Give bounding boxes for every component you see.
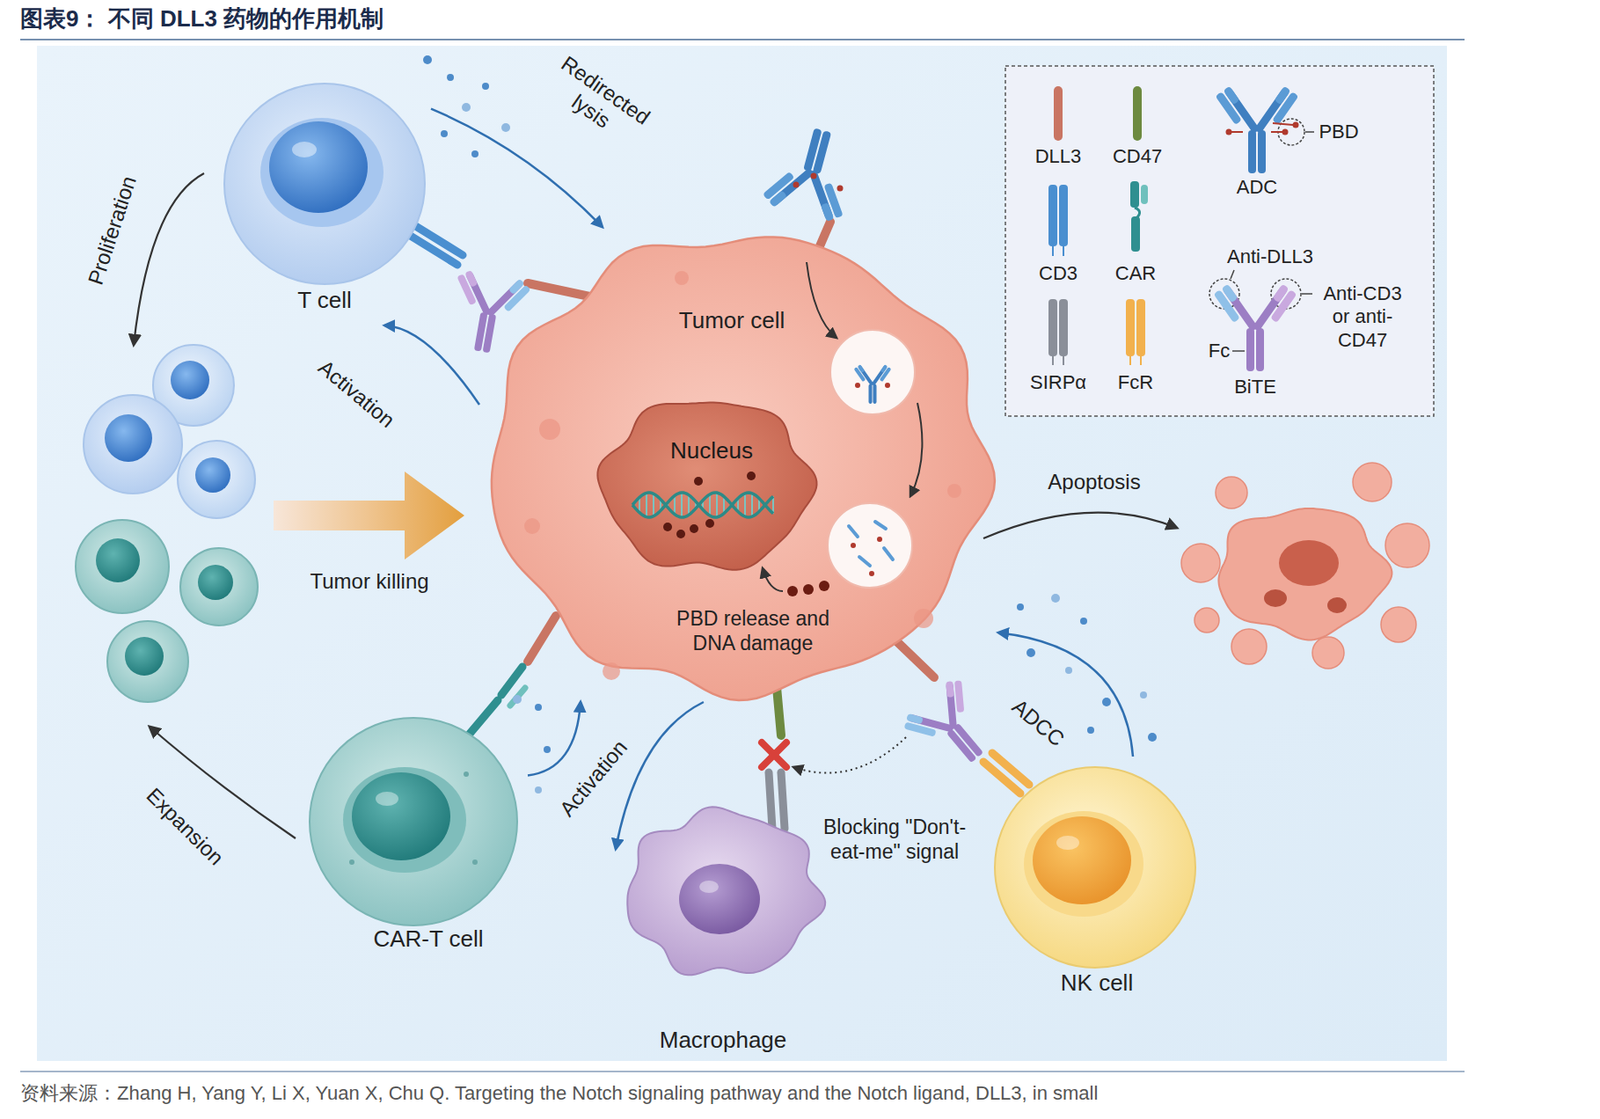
edge-label: Activation [313,355,400,434]
expanded-cells [75,344,258,702]
legend-label: CAR [1115,262,1156,285]
annotation-label: Proliferation [83,173,143,289]
nk-cell: NK cell [985,756,1210,1008]
cell-label: Macrophage [659,1026,788,1054]
granules [423,55,1157,794]
figure-title: 图表9： 不同 DLL3 药物的作用机制 [20,5,384,33]
legend-icons [1048,86,1315,366]
flow-arrow [431,109,603,227]
flow-arrow [998,632,1133,757]
legend-label: FcR [1117,371,1154,395]
flow-arrow [527,701,581,775]
legend-label: Fc [1208,339,1230,363]
edge-label: Activation [555,735,634,822]
legend-label: CD3 [1038,262,1078,285]
legend-label: SIRPα [1030,371,1087,395]
macrophage: Macrophage [615,791,836,1060]
cell-label: NK cell [1060,969,1133,997]
apoptosis-arrow [983,512,1177,539]
annotation-label: Apoptosis [1047,469,1140,496]
annotation-label: Tumor killing [309,569,429,595]
illustration-parts [445,86,1430,782]
legend-label: PBD [1318,120,1359,144]
legend-label: DLL3 [1035,145,1082,169]
process-note: PBD release and DNA damage [664,606,841,656]
flow-arrow [384,325,480,405]
tumor-cell: Tumor cellPBD release and DNA damage Nucl… [479,226,999,702]
tumor-killing-arrow [273,471,465,560]
edge-label: Redirected lysis [538,49,658,154]
legend-label: CD47 [1112,145,1162,169]
legend-label: Anti-CD3 or anti-CD47 [1315,282,1411,352]
legend-label: BiTE [1234,375,1277,399]
cell-label: CAR-T cell [372,925,483,953]
macrophage-shape [615,791,836,1060]
legend-label: ADC [1236,175,1278,199]
proliferation-arrow [133,173,205,345]
car-t-cell: CAR-T cell [299,712,528,959]
cell-label: T cell [297,286,352,315]
annotation-label: ADCC [1007,694,1070,753]
nucleus: Nucleus [597,393,817,577]
nk-cell-shape [985,756,1210,1008]
annotation-label: Expansion [140,782,229,871]
molecules [397,218,1030,829]
panel [36,45,1447,1061]
rule [20,1071,1465,1073]
nucleus-label: Nucleus [670,437,753,465]
cell-label: Tumor cell [679,306,785,335]
legend-label: Anti-DLL3 [1227,245,1314,269]
t-cell: T cell [219,79,432,326]
rule [20,38,1465,41]
legend-box [1005,65,1434,417]
car-t-cell-shape [299,712,528,959]
nucleus-shape [597,393,817,577]
source-caption: 资料来源：Zhang H, Yang Y, Li X, Yuan X, Chu … [20,1081,1098,1105]
annotation-label: Blocking "Don't-eat-me" signal [813,815,977,864]
